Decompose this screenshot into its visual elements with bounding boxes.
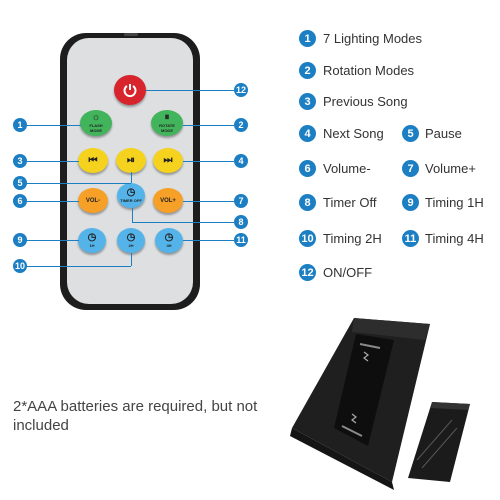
callout-line-10 — [21, 266, 131, 267]
callout-line-1 — [21, 125, 81, 126]
callout-10: 10 — [13, 259, 27, 273]
callout-line-9 — [21, 240, 79, 241]
timer-2h-button[interactable]: ◷ 2H — [117, 228, 145, 253]
legend-num-9: 9 — [402, 194, 419, 211]
ir-emitter — [124, 33, 138, 36]
legend-text-1: 7 Lighting Modes — [323, 31, 423, 46]
callout-line-8 — [132, 222, 234, 223]
callout-8: 8 — [234, 215, 248, 229]
legend-num-1: 1 — [299, 30, 316, 47]
rotate-mode-button[interactable]: ⏸ ROTATE MODE — [151, 110, 183, 136]
power-icon — [123, 84, 137, 98]
timer-off-button[interactable]: ◷ TIMER OFF — [117, 183, 145, 208]
volume-down-label: VOL- — [85, 197, 101, 204]
sun-icon: ☼ — [91, 112, 101, 123]
previous-icon: ⏮ — [88, 154, 98, 166]
callout-line-4 — [183, 161, 234, 162]
callout-line-7 — [183, 201, 234, 202]
legend-text-12: ON/OFF — [323, 265, 373, 280]
legend-num-10: 10 — [299, 230, 316, 247]
timer-off-label: TIMER OFF — [120, 198, 142, 203]
callout-2: 2 — [234, 118, 248, 132]
callout-4: 4 — [234, 154, 248, 168]
callout-1: 1 — [13, 118, 27, 132]
callout-line-5 — [21, 183, 131, 184]
legend-text-3: Previous Song — [323, 94, 408, 109]
callout-5: 5 — [13, 176, 27, 190]
legend-text-10: Timing 2H — [323, 231, 382, 246]
next-button[interactable]: ⏭ — [153, 148, 183, 173]
callout-line-5v — [131, 172, 132, 183]
callout-line-6 — [21, 201, 79, 202]
battery-compartment-image — [290, 318, 470, 490]
callout-line-12 — [146, 90, 234, 91]
timer-2h-label: 2H — [128, 243, 134, 248]
callout-line-8v — [132, 208, 133, 222]
callout-line-2 — [183, 125, 234, 126]
callout-11: 11 — [234, 233, 248, 247]
next-icon: ⏭ — [163, 154, 173, 166]
callout-7: 7 — [234, 194, 248, 208]
previous-button[interactable]: ⏮ — [78, 148, 108, 173]
callout-12: 12 — [234, 83, 248, 97]
legend-text-2: Rotation Modes — [323, 63, 415, 78]
power-button[interactable] — [114, 75, 146, 105]
callout-6: 6 — [13, 194, 27, 208]
legend-num-5: 5 — [402, 125, 419, 142]
timer-1h-button[interactable]: ◷ 1H — [78, 228, 106, 253]
play-pause-button[interactable]: ⏯ — [116, 148, 146, 173]
pause-circle-icon: ⏸ — [164, 112, 170, 123]
legend-num-8: 8 — [299, 194, 316, 211]
legend-text-8: Timer Off — [323, 195, 377, 210]
battery-note: 2*AAA batteries are required, but not in… — [13, 398, 258, 434]
clock-icon: ◷ — [164, 232, 174, 243]
legend-num-3: 3 — [299, 93, 316, 110]
callout-line-11 — [183, 240, 234, 241]
flash-mode-button[interactable]: ☼ FLASH MODE — [80, 110, 112, 136]
play-pause-icon: ⏯ — [127, 154, 135, 166]
volume-down-button[interactable]: VOL- — [78, 188, 108, 213]
timer-4h-label: 4H — [166, 243, 172, 248]
volume-up-label: VOL+ — [160, 197, 176, 204]
timer-4h-button[interactable]: ◷ 4H — [155, 228, 183, 253]
legend-num-7: 7 — [402, 160, 419, 177]
legend-text-4: Next Song — [323, 126, 384, 141]
legend-num-4: 4 — [299, 125, 316, 142]
legend-text-5: Pause — [425, 126, 462, 141]
legend-text-11: Timing 4H — [425, 231, 484, 246]
callout-9: 9 — [13, 233, 27, 247]
legend-text-9: Timing 1H — [425, 195, 484, 210]
clock-icon: ◷ — [87, 232, 97, 243]
legend-text-7: Volume+ — [425, 161, 476, 176]
clock-icon: ◷ — [126, 187, 136, 198]
rotate-mode-label: ROTATE MODE — [159, 123, 175, 133]
timer-1h-label: 1H — [89, 243, 95, 248]
callout-line-10v — [131, 253, 132, 266]
legend-num-2: 2 — [299, 62, 316, 79]
clock-icon: ◷ — [126, 232, 136, 243]
legend-num-11: 11 — [402, 230, 419, 247]
volume-up-button[interactable]: VOL+ — [153, 188, 183, 213]
legend-num-6: 6 — [299, 160, 316, 177]
legend-num-12: 12 — [299, 264, 316, 281]
legend-text-6: Volume- — [323, 161, 371, 176]
flash-mode-label: FLASH MODE — [89, 123, 103, 133]
callout-3: 3 — [13, 154, 27, 168]
callout-line-3 — [21, 161, 79, 162]
